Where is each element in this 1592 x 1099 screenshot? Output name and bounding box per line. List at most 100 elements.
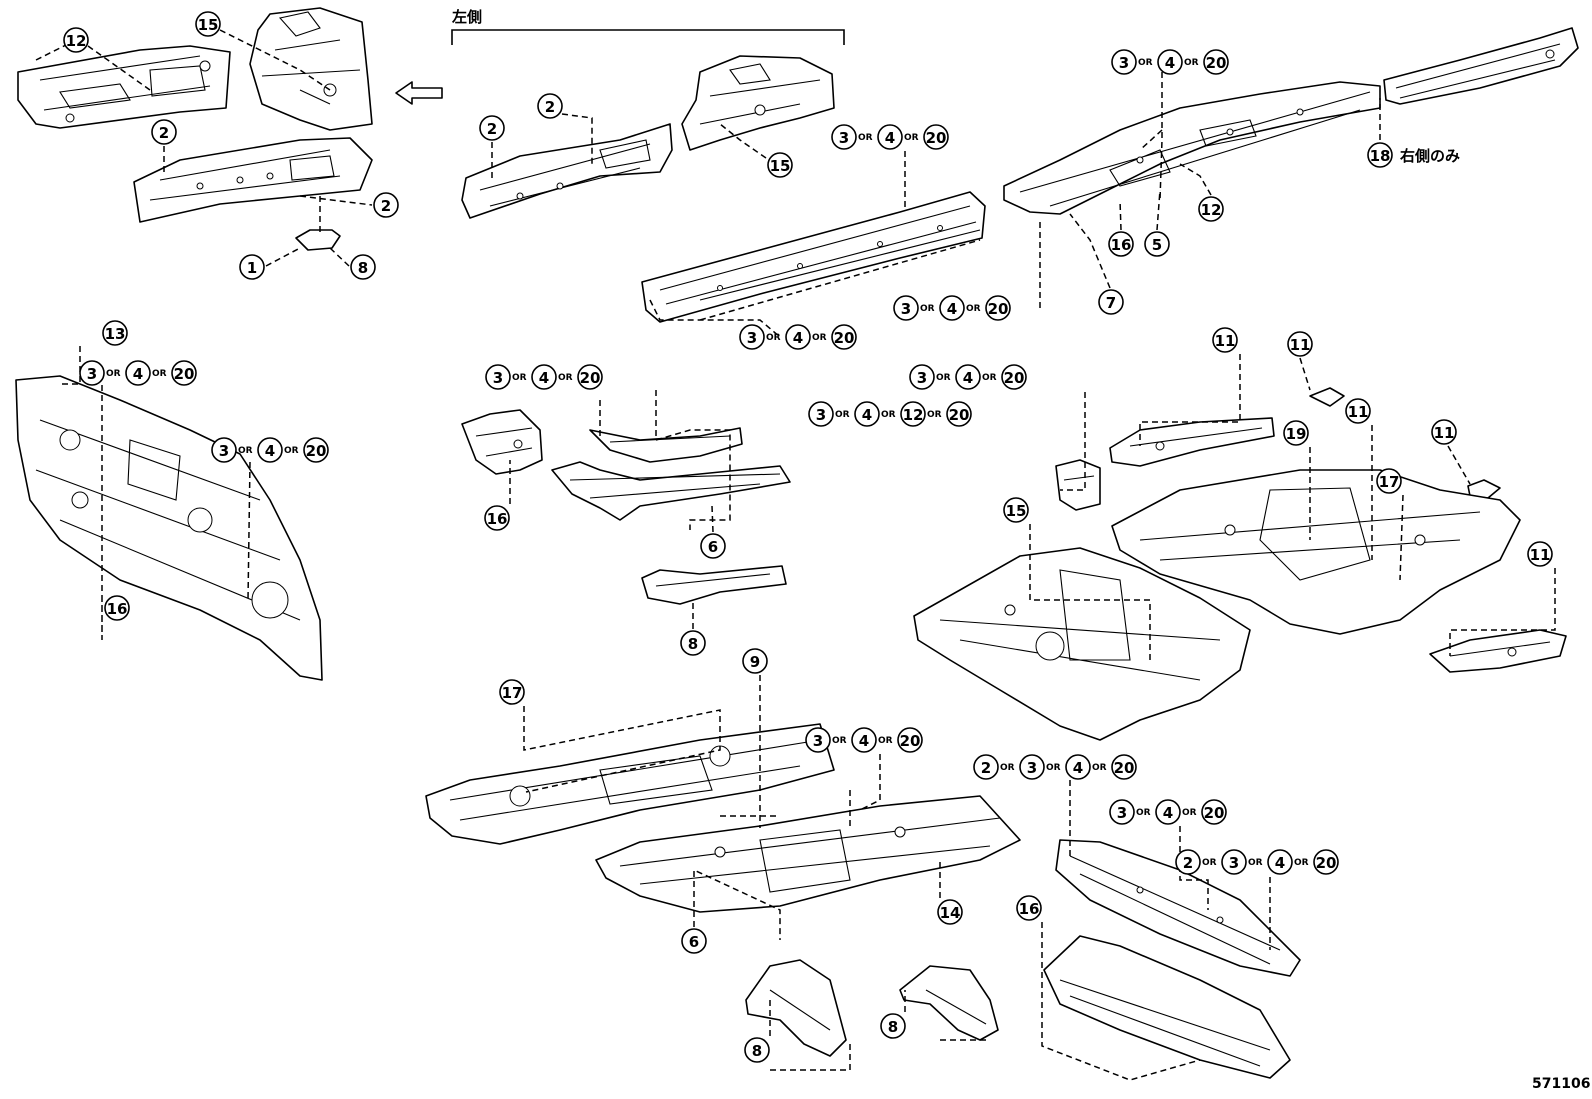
or-separator: OR xyxy=(1138,58,1153,68)
callout-c-rr-12: 12 xyxy=(1198,196,1224,222)
callout-circle xyxy=(1108,231,1134,257)
callout-circle xyxy=(1201,799,1227,825)
callout-number: 11 xyxy=(1348,403,1369,421)
callout-number: 3 xyxy=(901,300,911,318)
callout-number: 16 xyxy=(107,600,128,618)
leader-lines xyxy=(35,29,1556,1081)
or-separator: OR xyxy=(832,736,847,746)
callout-circle xyxy=(805,727,831,753)
callout-number: 20 xyxy=(834,329,855,347)
callout-number: 4 xyxy=(963,369,973,387)
callout-c-top-8: 8 xyxy=(350,254,376,280)
callout-number: 3 xyxy=(219,442,229,460)
callout-c-left-2a: 2 xyxy=(479,115,505,141)
callout-circle xyxy=(125,360,151,386)
callout-circle xyxy=(195,11,221,37)
callout-circle xyxy=(1376,468,1402,494)
callout-c-fl-11e: 11 xyxy=(1527,541,1553,567)
callout-circle xyxy=(923,124,949,150)
front-side-member-assy xyxy=(17,45,231,129)
floor-reinforcement-upper xyxy=(589,427,743,463)
left-side-label: 左側 xyxy=(451,8,482,26)
callout-number: 3 xyxy=(816,406,826,424)
or-separator: OR xyxy=(558,373,573,383)
callout-number: 7 xyxy=(1106,294,1116,312)
callout-circle xyxy=(681,928,707,954)
callout-circle xyxy=(484,505,510,531)
callout-number: 20 xyxy=(949,406,970,424)
or-separator: OR xyxy=(106,369,121,379)
callout-number: 5 xyxy=(1152,236,1162,254)
or-separator: OR xyxy=(936,373,951,383)
callout-circle xyxy=(479,115,505,141)
callout-circle xyxy=(808,401,834,427)
callout-number: 4 xyxy=(539,369,549,387)
callout-circle xyxy=(1313,849,1339,875)
callout-circle xyxy=(1098,289,1124,315)
callout-number: 3 xyxy=(917,369,927,387)
callout-circle xyxy=(499,679,525,705)
floor-bracket-8a xyxy=(745,959,847,1057)
callout-circle xyxy=(1431,419,1457,445)
callout-circle xyxy=(742,648,768,674)
callout-circle xyxy=(880,1013,906,1039)
rear-extension-right xyxy=(1383,27,1579,105)
callout-number: 15 xyxy=(198,16,219,34)
callout-number: 20 xyxy=(900,732,921,750)
callout-number: 11 xyxy=(1215,332,1236,350)
callout-number: 20 xyxy=(580,369,601,387)
callout-number: 3 xyxy=(87,365,97,383)
callout-c-mid-6: 6 xyxy=(700,533,726,559)
or-separator: OR xyxy=(835,410,850,420)
callout-circle xyxy=(973,754,999,780)
callout-c-bt-8b: 8 xyxy=(880,1013,906,1039)
callout-number: 20 xyxy=(306,442,327,460)
callout-circle xyxy=(831,324,857,350)
callout-number: 20 xyxy=(174,365,195,383)
rear-floor-pan xyxy=(1111,469,1521,635)
callout-circle xyxy=(1144,231,1170,257)
or-separator: OR xyxy=(1294,858,1309,868)
callout-number: 11 xyxy=(1530,546,1551,564)
callout-c-left-2b: 2 xyxy=(537,93,563,119)
callout-number: 6 xyxy=(708,538,718,556)
callout-circle xyxy=(893,295,919,321)
callout-number: 20 xyxy=(1204,804,1225,822)
callout-c-top-2b: 2 xyxy=(373,192,399,218)
callout-circle xyxy=(1111,754,1137,780)
callout-number: 4 xyxy=(1275,854,1285,872)
seat-mount-bracket xyxy=(1055,459,1101,511)
callout-number: 12 xyxy=(66,32,87,50)
callout-circle xyxy=(877,124,903,150)
callout-number: 12 xyxy=(903,406,924,424)
callout-circle xyxy=(171,360,197,386)
callout-circle xyxy=(485,364,511,390)
callout-c-fl-11b: 11 xyxy=(1287,331,1313,357)
floor-crossmember-small xyxy=(641,565,787,605)
rocker-panel xyxy=(641,191,986,323)
callout-number: 2 xyxy=(487,120,497,138)
callout-number: 6 xyxy=(689,933,699,951)
callout-number: 8 xyxy=(358,259,368,277)
callout-number: 20 xyxy=(1316,854,1337,872)
or-separator: OR xyxy=(878,736,893,746)
callout-circle xyxy=(1157,49,1183,75)
callout-circle xyxy=(257,437,283,463)
callout-circle xyxy=(1212,327,1238,353)
callout-circle xyxy=(63,27,89,53)
callout-number: 1 xyxy=(247,259,257,277)
callout-number: 2 xyxy=(159,124,169,142)
callout-circle xyxy=(785,324,811,350)
callout-circle xyxy=(211,437,237,463)
or-separator: OR xyxy=(982,373,997,383)
or-separator: OR xyxy=(512,373,527,383)
callout-circle xyxy=(1065,754,1091,780)
